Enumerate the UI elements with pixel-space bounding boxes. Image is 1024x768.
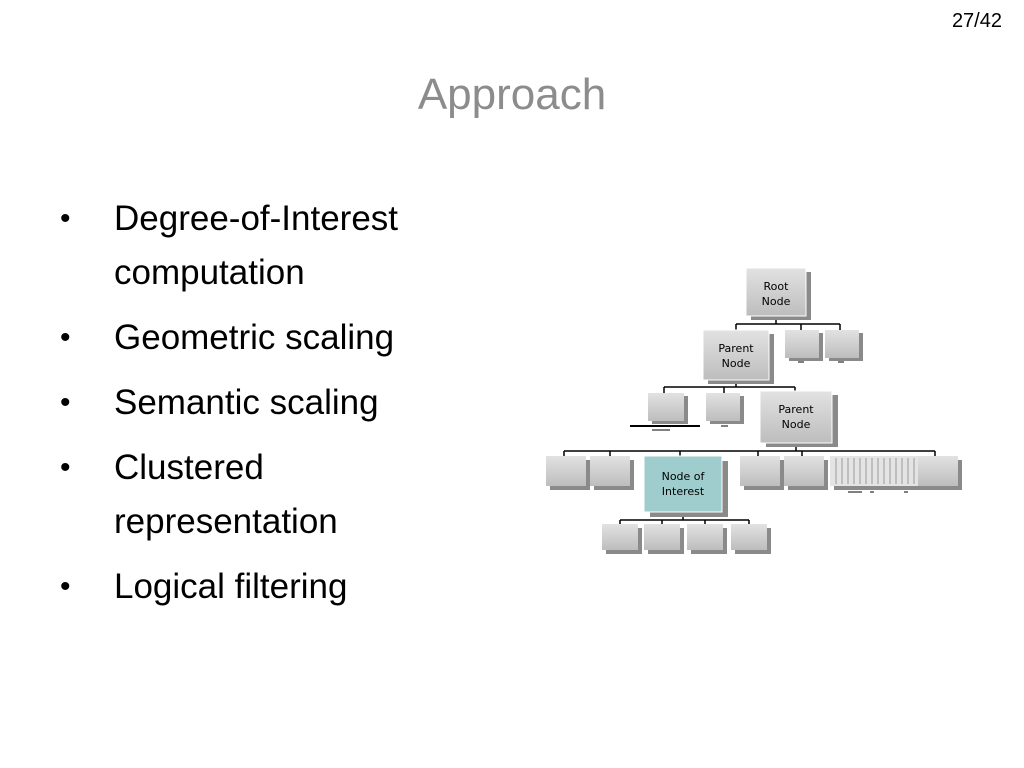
parent-node-1: Parent Node [702,329,774,384]
node-of-interest: Node of Interest [643,455,728,517]
bullet-list: • Degree-of-Interest computation • Geometri… [60,192,480,625]
level4-leaves [602,524,771,554]
bullet-semantic: • Semantic scaling [60,376,480,430]
bullet-logical: • Logical filtering [60,560,480,614]
slide-title: Approach [417,70,607,119]
bullet-text: Degree-of-Interest [114,199,399,238]
cluster-strip-lines [835,458,915,484]
slide-number: 27/42 [951,10,1002,32]
bullet-dot-icon: • [60,386,71,419]
bullet-dot-icon: • [60,451,71,484]
bullet-text: Logical filtering [114,567,348,606]
level3-leaves [546,456,962,493]
root-node-label-2: Node [762,295,791,308]
parent-node-1-label-2: Node [722,357,751,370]
node-of-interest-label-1: Node of [662,470,706,483]
parent-node-1-label-1: Parent [718,342,754,355]
bullet-text: Clustered [114,448,264,487]
bullet-text: representation [114,502,338,541]
tree-diagram: Root Node Parent Node Parent Node [546,267,962,554]
parent-node-2: Parent Node [759,390,838,447]
root-node: Root Node [745,267,811,320]
bullet-dot-icon: • [60,202,71,235]
level1-leaves [785,330,863,361]
parent-node-2-label-2: Node [782,418,811,431]
node-of-interest-label-2: Interest [662,485,705,498]
bullet-geometric: • Geometric scaling [60,311,480,365]
bullet-clustered: • Clustered representation [60,441,480,549]
level2-leaves [648,393,744,424]
bullet-text: Geometric scaling [114,318,395,357]
bullet-dot-icon: • [60,570,71,603]
bullet-dot-icon: • [60,321,71,354]
parent-node-2-label-1: Parent [778,403,814,416]
bullet-text: computation [114,253,305,292]
bullet-text: Semantic scaling [114,383,379,422]
root-node-label-1: Root [764,280,790,293]
bullet-doi: • Degree-of-Interest computation [60,192,480,300]
